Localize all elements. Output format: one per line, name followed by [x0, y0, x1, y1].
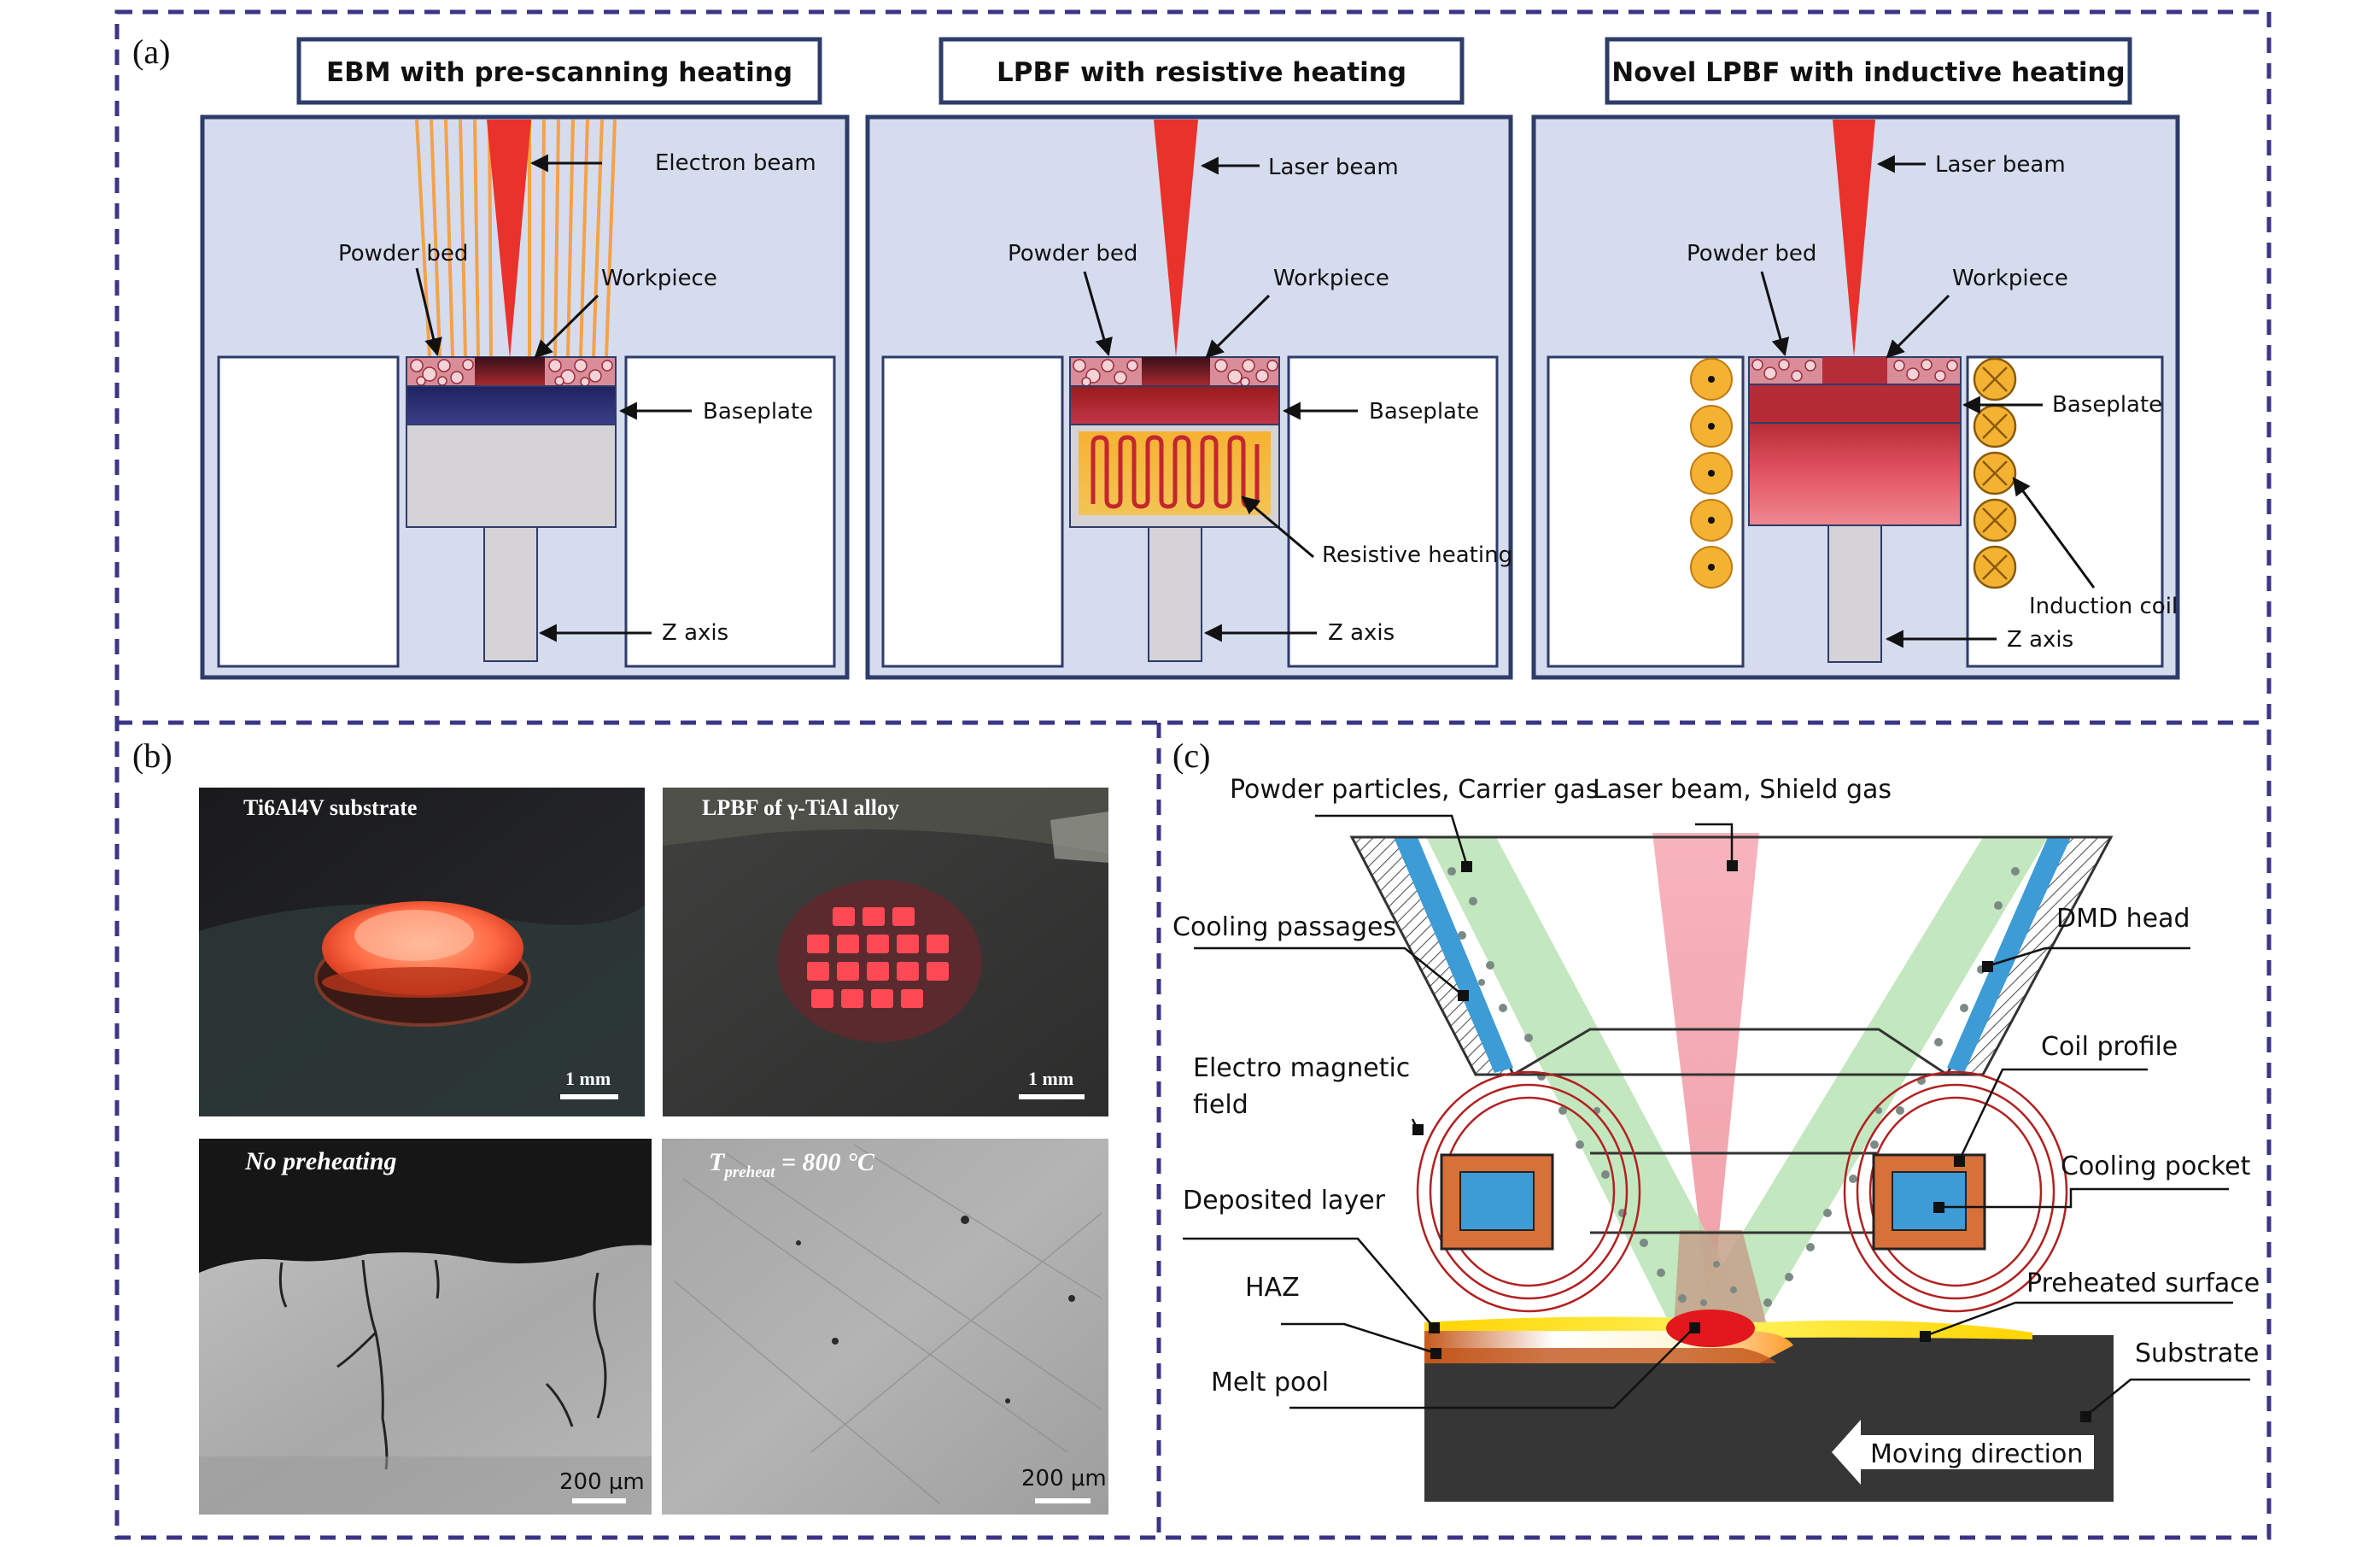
title-resistive: LPBF with resistive heating: [939, 37, 1465, 105]
tial-specimen-grid: [807, 907, 949, 1008]
ebm-workpiece-label: Workpiece: [601, 266, 717, 291]
induction-coil-right: [1973, 357, 2017, 589]
inductive-coil-label: Induction coil: [2029, 594, 2178, 619]
laser-beam-inductive: [1833, 120, 1875, 357]
micrograph-preheated: Tpreheat = 800 °C 200 μm: [662, 1139, 1108, 1515]
label-laser-beam: Laser beam, Shield gas: [1593, 775, 1892, 805]
label-em-field-2: field: [1193, 1090, 1248, 1120]
powder-particles: [1447, 867, 2028, 1307]
laser-beam-shield-gas: [1652, 833, 1759, 1320]
label-deposited-layer: Deposited layer: [1183, 1186, 1386, 1216]
panel-b-tag: (b): [132, 736, 173, 775]
em-field-right: [1843, 1070, 2068, 1313]
ebm-powder-particles: [410, 359, 613, 387]
label-melt-pool: Melt pool: [1211, 1368, 1329, 1398]
ebm-powder-label: Powder bed: [338, 241, 468, 267]
laser-beam-resistive: [1154, 120, 1198, 357]
outer-dashed-frame: [114, 9, 2272, 1540]
photo-tial-scale: 1 mm: [1028, 1068, 1073, 1089]
micrograph-no-preheating-caption: No preheating: [244, 1147, 397, 1175]
ebm-zaxis-label: Z axis: [662, 620, 728, 646]
micrograph-cracks: [278, 1259, 607, 1470]
electron-beam-rays: [415, 119, 617, 358]
ebm-baseplate-label: Baseplate: [703, 399, 813, 425]
resistive-powder-label: Powder bed: [1008, 241, 1137, 267]
moving-direction-arrow[interactable]: [1832, 1420, 2094, 1485]
photo-tial: LPBF of γ-TiAl alloy 1 mm: [663, 788, 1108, 1116]
resistive-powder-particles: [1073, 359, 1278, 387]
electron-beam: [487, 120, 531, 359]
inductive-powder-particles: [1751, 359, 1958, 382]
resistive-heating-label: Resistive heating: [1322, 542, 1512, 568]
inductive-beam-label: Laser beam: [1935, 152, 2066, 178]
photo-tial-caption: LPBF of γ-TiAl alloy: [702, 795, 899, 820]
resistive-beam-label: Laser beam: [1268, 155, 1399, 180]
powder-jet-right: [1684, 837, 2048, 1328]
label-cooling-passages: Cooling passages: [1172, 912, 1396, 942]
title-inductive: Novel LPBF with inductive heating: [1605, 37, 2132, 105]
panel-a-tag: (a): [132, 32, 170, 71]
label-coil-profile: Coil profile: [2041, 1032, 2178, 1062]
micrograph-preheated-caption: Tpreheat = 800 °C: [709, 1148, 875, 1181]
micrograph-no-preheating-scale: 200 μm: [559, 1469, 645, 1495]
inductive-zaxis-label: Z axis: [2007, 627, 2073, 653]
resistive-zaxis-label: Z axis: [1328, 620, 1395, 646]
powder-jet-left: [1426, 837, 1757, 1328]
resistive-baseplate-label: Baseplate: [1369, 399, 1479, 425]
micrograph-preheated-scale: 200 μm: [1021, 1466, 1107, 1491]
label-cooling-pocket: Cooling pocket: [2061, 1151, 2251, 1181]
svg-text:EBM with pre-scanning heating: EBM with pre-scanning heating: [326, 57, 792, 88]
resistive-diagram: Laser beam Powder bed Workpiece Baseplat…: [865, 114, 1513, 680]
photo-substrate-caption: Ti6Al4V substrate: [243, 795, 417, 820]
dmd-diagram: Powder particles, Carrier gas Laser beam…: [1172, 775, 2260, 1502]
label-dmd-head: DMD head: [2056, 904, 2190, 934]
induction-coil-left: [1690, 358, 1733, 589]
micrograph-no-preheating: No preheating 200 μm: [199, 1139, 652, 1515]
resistive-workpiece-label: Workpiece: [1273, 266, 1389, 291]
photo-substrate-scale: 1 mm: [565, 1068, 611, 1089]
label-preheated-surface: Preheated surface: [2026, 1269, 2260, 1298]
label-em-field: Electro magnetic: [1193, 1053, 1410, 1083]
ebm-beam-label: Electron beam: [655, 150, 816, 176]
label-haz: HAZ: [1245, 1273, 1300, 1303]
svg-text:Novel LPBF with inductive heat: Novel LPBF with inductive heating: [1611, 57, 2125, 88]
inductive-workpiece-label: Workpiece: [1952, 266, 2068, 291]
inductive-powder-label: Powder bed: [1687, 241, 1816, 267]
inductive-baseplate-label: Baseplate: [2052, 392, 2162, 418]
label-substrate: Substrate: [2135, 1339, 2259, 1368]
title-ebm: EBM with pre-scanning heating: [296, 37, 822, 105]
melt-pool: [1666, 1310, 1755, 1347]
resistive-heating-element: [1091, 435, 1260, 509]
photo-substrate: Ti6Al4V substrate 1 mm: [199, 788, 645, 1116]
label-powder-particles: Powder particles, Carrier gas: [1230, 775, 1599, 805]
svg-text:LPBF with resistive heating: LPBF with resistive heating: [997, 57, 1406, 88]
panel-c-tag: (c): [1172, 736, 1210, 775]
inductive-diagram: Laser beam Powder bed Workpiece Baseplat…: [1531, 114, 2180, 680]
ebm-diagram: Electron beam Powder bed Workpiece Basep…: [200, 114, 850, 680]
label-moving-direction: Moving direction: [1870, 1439, 2083, 1469]
